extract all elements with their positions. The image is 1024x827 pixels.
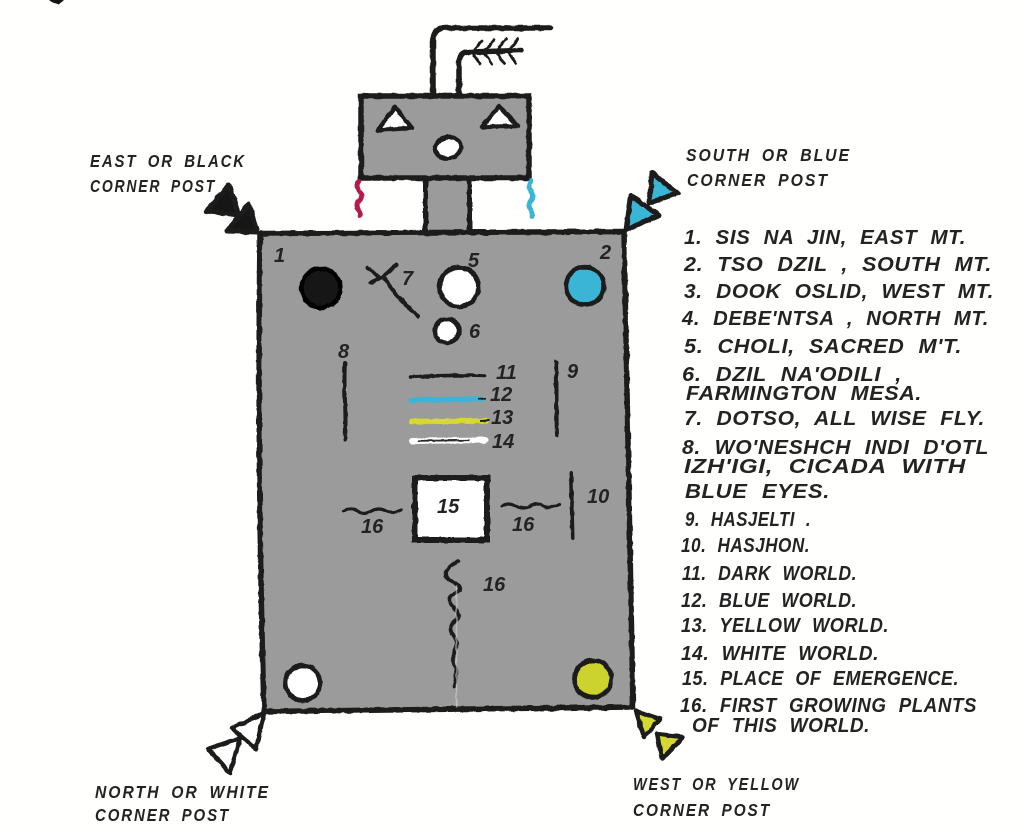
svg-text:NORTH OR WHITE: NORTH OR WHITE — [95, 782, 270, 802]
svg-text:14: 14 — [492, 431, 514, 453]
svg-text:1. SIS NA JIN, EAST MT.: 1. SIS NA JIN, EAST MT. — [684, 226, 966, 249]
svg-text:10. HASJHON.: 10. HASJHON. — [681, 534, 810, 557]
svg-text:3. DOOK OSLID, WEST MT.: 3. DOOK OSLID, WEST MT. — [684, 280, 994, 303]
svg-text:10: 10 — [587, 486, 609, 508]
svg-text:SOUTH OR BLUE: SOUTH OR BLUE — [686, 145, 851, 165]
svg-text:5. CHOLI, SACRED M'T.: 5. CHOLI, SACRED M'T. — [684, 335, 962, 358]
svg-text:FARMINGTON MESA.: FARMINGTON MESA. — [686, 382, 922, 405]
svg-text:IZH'IGI, CICADA WITH: IZH'IGI, CICADA WITH — [684, 455, 967, 478]
svg-text:13: 13 — [491, 407, 513, 429]
svg-text:14. WHITE WORLD.: 14. WHITE WORLD. — [681, 642, 879, 665]
svg-text:16: 16 — [483, 574, 506, 596]
svg-text:9: 9 — [567, 361, 579, 383]
svg-text:16: 16 — [361, 516, 384, 538]
svg-text:8. WO'NESHCH INDI D'OTL: 8. WO'NESHCH INDI D'OTL — [682, 436, 989, 459]
svg-text:CORNER POST: CORNER POST — [90, 176, 216, 196]
svg-text:16. FIRST GROWING PLANTS: 16. FIRST GROWING PLANTS — [680, 694, 977, 717]
svg-text:7: 7 — [402, 268, 414, 290]
svg-text:13. YELLOW WORLD.: 13. YELLOW WORLD. — [681, 614, 889, 637]
svg-text:5: 5 — [468, 250, 480, 272]
svg-text:12. BLUE WORLD.: 12. BLUE WORLD. — [681, 589, 857, 612]
svg-text:11. DARK WORLD.: 11. DARK WORLD. — [682, 562, 857, 585]
svg-text:BLUE EYES.: BLUE EYES. — [685, 480, 830, 503]
svg-text:OF THIS WORLD.: OF THIS WORLD. — [692, 714, 870, 737]
svg-text:CORNER POST: CORNER POST — [687, 170, 829, 190]
svg-text:8: 8 — [338, 341, 350, 363]
svg-text:EAST OR BLACK: EAST OR BLACK — [90, 151, 246, 171]
svg-text:2: 2 — [599, 242, 611, 264]
svg-text:11: 11 — [496, 362, 517, 384]
svg-text:16: 16 — [512, 514, 535, 536]
svg-text:15. PLACE OF EMERGENCE.: 15. PLACE OF EMERGENCE. — [682, 667, 959, 690]
svg-text:9. HASJELTI .: 9. HASJELTI . — [685, 508, 811, 531]
svg-text:7. DOTSO, ALL WISE FLY.: 7. DOTSO, ALL WISE FLY. — [684, 407, 985, 430]
svg-text:CORNER POST: CORNER POST — [95, 805, 230, 825]
svg-text:6: 6 — [469, 321, 481, 343]
svg-text:12: 12 — [490, 384, 512, 406]
svg-text:CORNER POST: CORNER POST — [633, 800, 771, 820]
svg-text:15: 15 — [437, 496, 460, 518]
svg-text:6. DZIL NA'ODILI ,: 6. DZIL NA'ODILI , — [682, 363, 902, 386]
svg-text:2. TSO DZIL , SOUTH MT.: 2. TSO DZIL , SOUTH MT. — [683, 253, 992, 276]
svg-text:1: 1 — [274, 245, 285, 267]
svg-text:WEST OR YELLOW: WEST OR YELLOW — [633, 774, 800, 794]
svg-text:4. DEBE'NTSA , NORTH MT.: 4. DEBE'NTSA , NORTH MT. — [681, 307, 989, 330]
